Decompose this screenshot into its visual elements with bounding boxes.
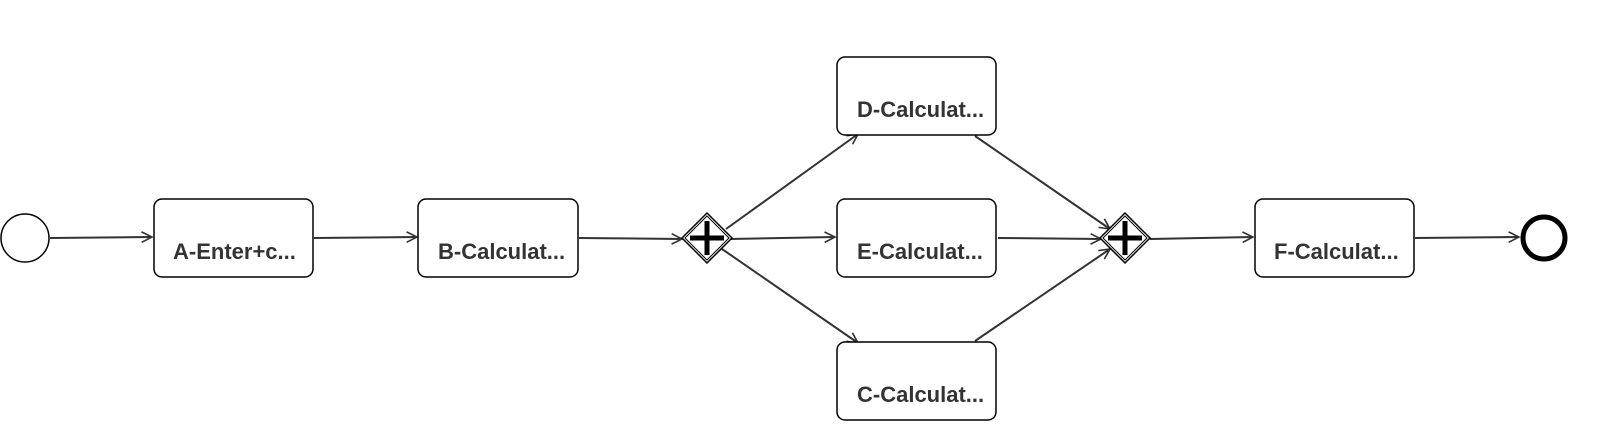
task-e[interactable]: E-Calculat... bbox=[836, 198, 997, 278]
flow-d-to-join[interactable] bbox=[974, 135, 1110, 229]
task-c-label: C-Calculat... bbox=[857, 382, 984, 407]
task-f[interactable]: F-Calculat... bbox=[1254, 198, 1415, 278]
task-c[interactable]: C-Calculat... bbox=[836, 341, 997, 421]
task-a-label: A-Enter+c... bbox=[173, 239, 296, 264]
flow-c-to-join[interactable] bbox=[974, 249, 1110, 342]
task-f-label: F-Calculat... bbox=[1274, 239, 1399, 264]
task-b-label: B-Calculat... bbox=[438, 239, 565, 264]
sequence-flows bbox=[49, 134, 1519, 343]
task-d[interactable]: D-Calculat... bbox=[836, 56, 997, 136]
flow-split-to-d[interactable] bbox=[725, 134, 858, 230]
task-e-label: E-Calculat... bbox=[857, 239, 983, 264]
task-a[interactable]: A-Enter+c... bbox=[153, 198, 314, 278]
parallel-gateway-join[interactable] bbox=[1098, 211, 1152, 265]
parallel-gateway-split[interactable] bbox=[680, 211, 734, 265]
flow-split-to-e[interactable] bbox=[729, 237, 835, 239]
start-event[interactable] bbox=[0, 213, 50, 263]
flow-start-to-a[interactable] bbox=[49, 237, 152, 238]
flow-e-to-join[interactable] bbox=[997, 238, 1101, 239]
flow-f-to-end[interactable] bbox=[1414, 237, 1519, 238]
task-d-label: D-Calculat... bbox=[857, 97, 984, 122]
flow-b-to-split[interactable] bbox=[578, 238, 682, 239]
flow-a-to-b[interactable] bbox=[313, 237, 417, 238]
flow-split-to-c[interactable] bbox=[721, 248, 858, 343]
end-event[interactable] bbox=[1520, 214, 1568, 262]
flow-join-to-f[interactable] bbox=[1149, 237, 1253, 239]
task-b[interactable]: B-Calculat... bbox=[417, 198, 579, 278]
